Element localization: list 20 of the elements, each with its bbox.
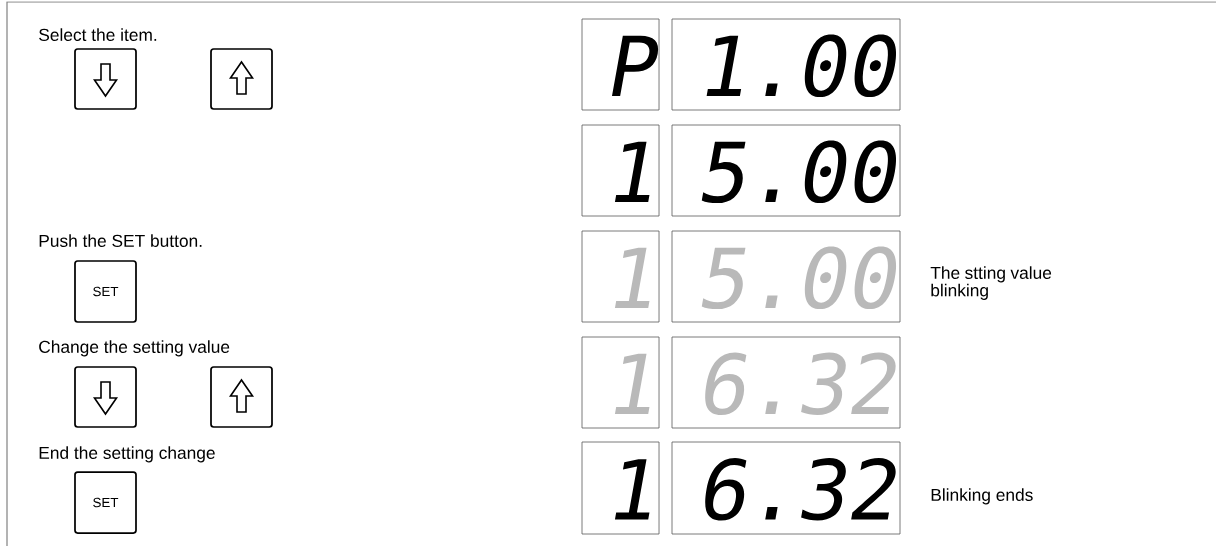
- segment-display: 6.32: [671, 441, 901, 535]
- arrow-key: [210, 48, 273, 110]
- segment-display: 1: [581, 230, 660, 323]
- instruction-text: Blinking ends: [931, 488, 1033, 505]
- segment-display: 5.00: [671, 230, 901, 323]
- segment-display: 5.00: [671, 124, 901, 217]
- segment-display: 1: [581, 336, 660, 429]
- instruction-text: The stting value blinking: [930, 266, 1052, 300]
- segment-display: P: [581, 18, 660, 111]
- instruction-text: End the setting change: [39, 446, 215, 463]
- instruction-text: Change the setting value: [39, 340, 230, 357]
- arrow-key: [74, 48, 137, 110]
- set-key: SET: [74, 260, 137, 323]
- segment-display: 6.32: [671, 336, 901, 429]
- arrow-key: [210, 366, 273, 428]
- set-key: SET: [74, 471, 137, 534]
- arrow-key: [74, 366, 137, 428]
- segment-display: 1: [581, 441, 660, 535]
- segment-display: 1: [581, 124, 660, 217]
- segment-display: 1.00: [671, 18, 901, 111]
